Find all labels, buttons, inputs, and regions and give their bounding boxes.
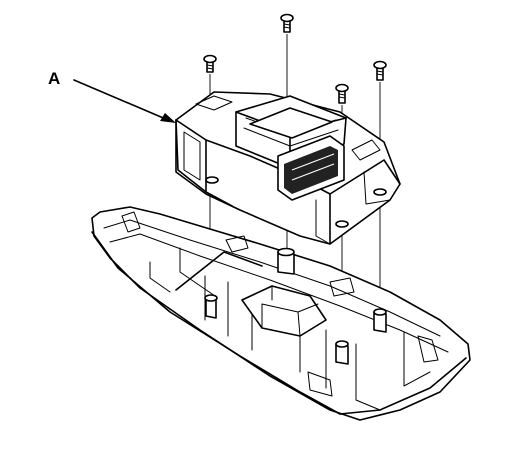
callout-a: A <box>48 69 176 123</box>
mount-hole-3 <box>335 220 349 228</box>
callout-a-arrowhead <box>160 113 176 123</box>
boss-1 <box>277 247 295 275</box>
screw-2 <box>280 13 294 33</box>
screw-3 <box>335 83 349 104</box>
screw-4 <box>373 60 387 81</box>
mount-hole-1 <box>205 176 219 184</box>
lower-housing <box>91 206 471 421</box>
mount-hole-4 <box>373 188 387 196</box>
boss-3 <box>335 340 349 365</box>
boss-2 <box>204 294 218 319</box>
callout-a-leader <box>73 79 169 121</box>
screws <box>203 13 387 104</box>
switch-unit-a <box>175 91 401 245</box>
boss-4 <box>373 308 387 333</box>
callout-a-label: A <box>48 69 60 88</box>
screw-1 <box>203 54 217 73</box>
